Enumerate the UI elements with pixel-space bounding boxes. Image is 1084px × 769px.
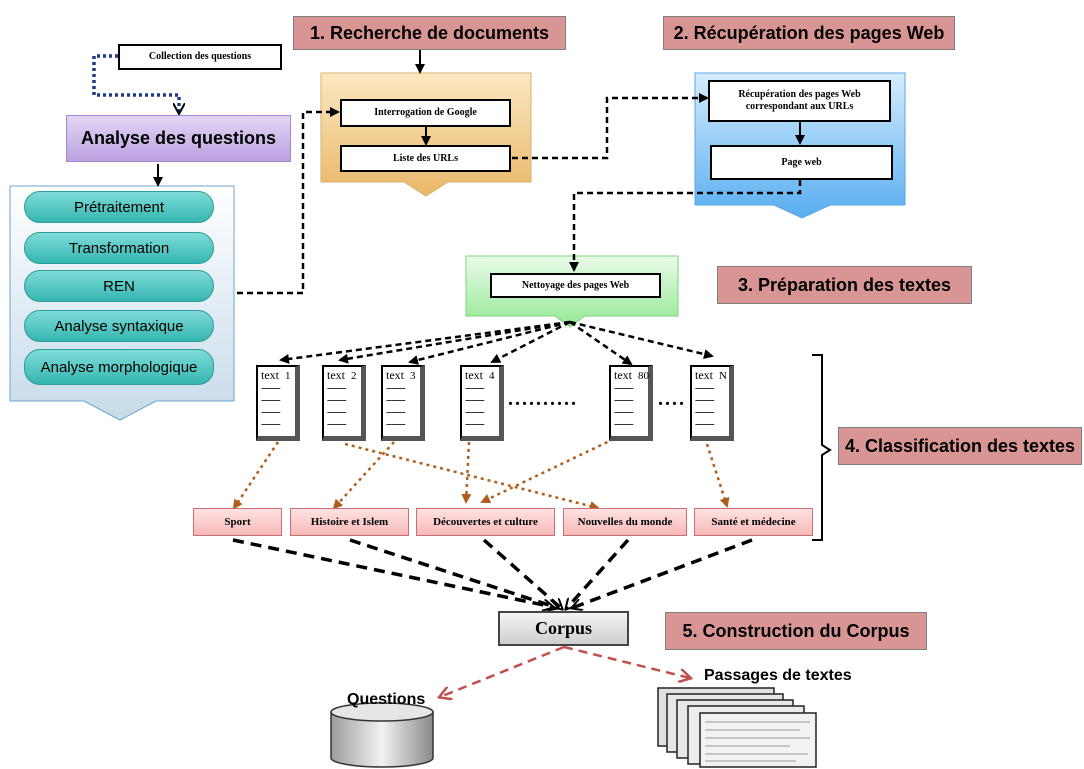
analysis-step-preprocessing: Prétraitement bbox=[24, 191, 214, 223]
doc-line: ------- bbox=[614, 394, 634, 406]
text-doc-index: 80 bbox=[638, 370, 649, 382]
web-cleaning-box: Nettoyage des pages Web bbox=[490, 273, 661, 298]
text-doc-word: text bbox=[614, 368, 632, 382]
analysis-step-morphological: Analyse morphologique bbox=[24, 349, 214, 385]
doc-line: ------- bbox=[261, 418, 281, 430]
text-doc-index: 2 bbox=[351, 370, 357, 382]
text-document: text 80 ------- ------- ------- ------- bbox=[609, 365, 653, 441]
text-doc-word: text bbox=[465, 368, 483, 382]
passages-label: Passages de textes bbox=[704, 667, 852, 684]
doc-line: ------- bbox=[327, 394, 347, 406]
analysis-title: Analyse des questions bbox=[66, 115, 291, 162]
text-document: text 2 ------- ------- ------- ------- bbox=[322, 365, 366, 441]
doc-line: ------- bbox=[465, 382, 485, 394]
doc-line: ------- bbox=[614, 406, 634, 418]
ellipsis-short: .... bbox=[658, 388, 686, 410]
analysis-step-transformation: Transformation bbox=[24, 232, 214, 264]
doc-line: ------- bbox=[695, 382, 715, 394]
doc-line: ------- bbox=[614, 418, 634, 430]
doc-line: ------- bbox=[261, 394, 281, 406]
stage-4-title: 4. Classification des textes bbox=[838, 427, 1082, 465]
doc-line: ------- bbox=[386, 394, 406, 406]
corpus-arrows bbox=[232, 538, 753, 609]
text-doc-index: 1 bbox=[285, 370, 291, 382]
category-discoveries-culture: Découvertes et culture bbox=[416, 508, 555, 536]
doc-line: ------- bbox=[465, 394, 485, 406]
text-doc-word: text bbox=[695, 368, 713, 382]
stage-3-title: 3. Préparation des textes bbox=[717, 266, 972, 304]
text-doc-word: text bbox=[261, 368, 279, 382]
doc-line: ------- bbox=[386, 382, 406, 394]
google-query-box: Interrogation de Google bbox=[340, 99, 511, 127]
doc-line: ------- bbox=[261, 382, 281, 394]
text-document: text 3 ------- ------- ------- ------- bbox=[381, 365, 425, 441]
doc-line: ------- bbox=[695, 394, 715, 406]
category-history-islam: Histoire et Islem bbox=[290, 508, 409, 536]
questions-label: Questions bbox=[347, 691, 426, 708]
doc-line: ------- bbox=[386, 418, 406, 430]
category-health-medicine: Santé et médecine bbox=[694, 508, 813, 536]
doc-line: ------- bbox=[465, 418, 485, 430]
web-page-fetch-box: Récupération des pages Web correspondant… bbox=[708, 80, 891, 122]
text-doc-index: N bbox=[719, 370, 727, 382]
passages-stack-icon bbox=[657, 687, 817, 768]
text-doc-index: 4 bbox=[489, 370, 495, 382]
stage-2-title: 2. Récupération des pages Web bbox=[663, 16, 955, 50]
doc-line: ------- bbox=[261, 406, 281, 418]
web-page-box: Page web bbox=[710, 145, 893, 180]
stage-1-title: 1. Recherche de documents bbox=[293, 16, 566, 50]
text-doc-word: text bbox=[386, 368, 404, 382]
output-arrows bbox=[440, 645, 690, 697]
corpus-box: Corpus bbox=[498, 611, 629, 646]
doc-line: ------- bbox=[327, 382, 347, 394]
text-document: text 1 ------- ------- ------- ------- bbox=[256, 365, 300, 441]
doc-line: ------- bbox=[386, 406, 406, 418]
analysis-step-syntactic: Analyse syntaxique bbox=[24, 310, 214, 342]
analysis-step-ren: REN bbox=[24, 270, 214, 302]
doc-line: ------- bbox=[327, 418, 347, 430]
category-sport: Sport bbox=[193, 508, 282, 536]
question-collection-box: Collection des questions bbox=[118, 44, 282, 70]
text-doc-index: 3 bbox=[410, 370, 416, 382]
doc-line: ------- bbox=[695, 406, 715, 418]
text-doc-word: text bbox=[327, 368, 345, 382]
stage-5-title: 5. Construction du Corpus bbox=[665, 612, 927, 650]
url-list-box: Liste des URLs bbox=[340, 145, 511, 172]
doc-line: ------- bbox=[465, 406, 485, 418]
classification-arrows bbox=[232, 434, 730, 511]
ellipsis-long: .......... bbox=[508, 388, 578, 410]
text-document: text N ------- ------- ------- ------- bbox=[690, 365, 734, 441]
doc-line: ------- bbox=[695, 418, 715, 430]
doc-line: ------- bbox=[327, 406, 347, 418]
text-document: text 4 ------- ------- ------- ------- bbox=[460, 365, 504, 441]
questions-database-icon bbox=[330, 702, 434, 768]
category-world-news: Nouvelles du monde bbox=[563, 508, 687, 536]
connectors-black bbox=[92, 50, 832, 541]
doc-line: ------- bbox=[614, 382, 634, 394]
